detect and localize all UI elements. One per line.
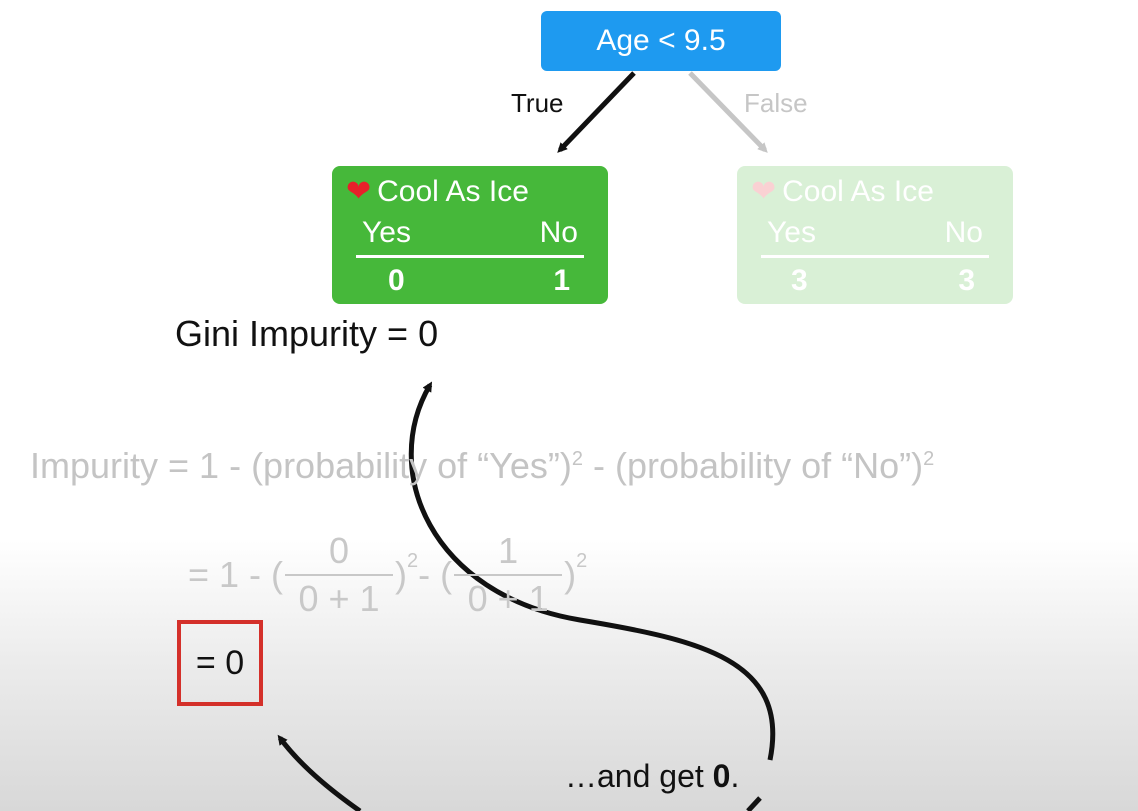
root-node: Age < 9.5 — [541, 11, 781, 71]
curved-arrow-to-gini — [408, 381, 776, 761]
curved-arrow-to-result — [277, 734, 362, 811]
left-leaf-divider — [356, 255, 584, 258]
gini-impurity-label: Gini Impurity = 0 — [175, 313, 439, 354]
right-leaf-col-no: No — [944, 216, 983, 249]
root-label: Age < 9.5 — [596, 24, 726, 57]
left-leaf-col-no: No — [539, 216, 578, 249]
heart-icon: ❤ — [346, 175, 372, 208]
right-leaf-count-no: 3 — [958, 264, 975, 297]
arrow-tail-bottom — [746, 796, 762, 811]
result-box: = 0 — [177, 620, 263, 706]
false-edge-label: False — [744, 88, 808, 118]
left-leaf-count-yes: 0 — [388, 264, 405, 297]
right-leaf-count-yes: 3 — [791, 264, 808, 297]
right-leaf-title: ❤Cool As Ice — [751, 175, 934, 208]
impurity-formula: Impurity = 1 - (probability of “Yes”)2 -… — [30, 445, 935, 486]
fraction-yes: 0 0 + 1 — [285, 530, 394, 620]
right-leaf-node: ❤Cool As Ice Yes No 3 3 — [737, 166, 1013, 304]
left-leaf-node: ❤Cool As Ice Yes No 0 1 — [332, 166, 608, 304]
right-leaf-divider — [761, 255, 989, 258]
left-leaf-count-no: 1 — [553, 264, 570, 297]
true-edge-arrow — [557, 71, 636, 153]
heart-icon: ❤ — [751, 175, 777, 208]
fraction-no: 1 0 + 1 — [454, 530, 563, 620]
impurity-calculation: = 1 - ( 0 0 + 1 )2 - ( 1 0 + 1 )2 — [188, 530, 588, 620]
left-leaf-col-yes: Yes — [362, 216, 411, 249]
right-leaf-col-yes: Yes — [767, 216, 816, 249]
true-edge-label: True — [511, 88, 564, 118]
result-value: = 0 — [195, 643, 245, 682]
false-edge-arrow — [688, 71, 768, 153]
caption: …and get 0. — [565, 758, 740, 794]
left-leaf-title: ❤Cool As Ice — [346, 175, 529, 208]
